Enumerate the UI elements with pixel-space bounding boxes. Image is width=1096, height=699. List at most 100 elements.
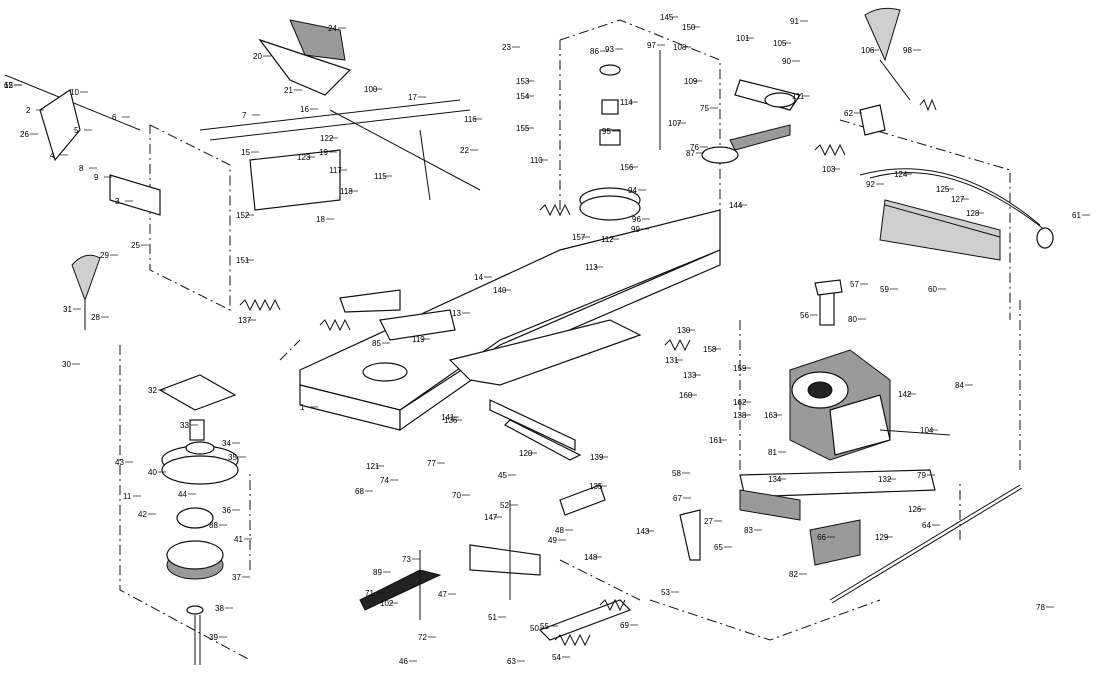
part-number-label: 69 — [620, 621, 629, 630]
part-number-label: 12 — [4, 81, 13, 90]
transmission — [739, 279, 951, 566]
part-number-label: 36 — [222, 506, 231, 515]
part-number-label: 65 — [714, 543, 723, 552]
part-number-label: 9 — [94, 173, 99, 182]
part-number-label: 148 — [584, 553, 598, 562]
part-number-label: 78 — [1036, 603, 1045, 612]
part-number-label: 155 — [516, 124, 530, 133]
part-number-label: 10 — [70, 88, 79, 97]
part-number-label: 54 — [552, 653, 561, 662]
part-number-label: 123 — [297, 153, 311, 162]
part-number-label: 153 — [516, 77, 530, 86]
part-number-label: 143 — [636, 527, 650, 536]
part-number-label: 79 — [917, 471, 926, 480]
part-number-label: 7 — [242, 111, 247, 120]
part-number-label: 122 — [320, 134, 334, 143]
part-number-label: 115 — [374, 172, 387, 181]
part-number-label: 119 — [412, 335, 425, 344]
part-number-label: 16 — [300, 105, 309, 114]
part-number-label: 128 — [966, 209, 980, 218]
main-chassis-frame — [299, 209, 721, 432]
part-number-label: 103 — [822, 165, 836, 174]
part-number-label: 139 — [590, 453, 604, 462]
part-number-label: 88 — [209, 521, 218, 530]
part-number-label: 109 — [684, 77, 698, 86]
part-number-label: 17 — [408, 93, 417, 102]
long-rod — [829, 484, 1023, 604]
part-number-label: 40 — [148, 468, 157, 477]
part-number-label: 33 — [180, 421, 189, 430]
part-number-label: 84 — [955, 381, 964, 390]
part-number-label: 162 — [733, 398, 747, 407]
part-number-label: 37 — [232, 573, 241, 582]
part-number-label: 134 — [768, 475, 782, 484]
part-number-label: 56 — [800, 311, 809, 320]
part-number-label: 81 — [768, 448, 777, 457]
part-number-label: 15 — [241, 148, 250, 157]
part-number-label: 85 — [372, 339, 381, 348]
part-number-label: 156 — [620, 163, 634, 172]
part-number-label: 42 — [138, 510, 147, 519]
part-number-label: 120 — [519, 449, 533, 458]
part-number-label: 30 — [62, 360, 71, 369]
part-number-label: 87 — [686, 149, 695, 158]
part-number-label: 20 — [253, 52, 262, 61]
part-number-label: 41 — [234, 535, 243, 544]
part-number-label: 51 — [488, 613, 497, 622]
part-number-label: 94 — [628, 186, 637, 195]
part-number-label: 150 — [682, 23, 696, 32]
part-number-label: 47 — [438, 590, 447, 599]
part-number-label: 157 — [572, 233, 586, 242]
part-number-label: 43 — [115, 458, 124, 467]
part-number-label: 65 — [4, 81, 13, 90]
part-number-label: 158 — [703, 345, 717, 354]
part-number-label: 82 — [789, 570, 798, 579]
part-number-label: 111 — [792, 92, 805, 101]
part-number-label: 61 — [1072, 211, 1081, 220]
part-number-label: 117 — [329, 166, 342, 175]
part-number-label: 127 — [951, 195, 965, 204]
part-number-label: 130 — [677, 326, 691, 335]
part-number-label: 77 — [427, 459, 436, 468]
part-number-label: 110 — [530, 156, 543, 165]
center-pulley-stack — [579, 50, 661, 221]
part-number-label: 83 — [744, 526, 753, 535]
part-number-label: 49 — [548, 536, 557, 545]
part-number-label: 76 — [690, 143, 699, 152]
right-upper-arms — [701, 7, 911, 164]
part-number-label: 106 — [861, 46, 875, 55]
part-number-label: 151 — [236, 256, 250, 265]
part-number-label: 154 — [516, 92, 530, 101]
lower-center-linkage — [359, 399, 701, 641]
part-number-label: 55 — [540, 622, 549, 631]
part-number-label: 129 — [875, 533, 889, 542]
part-number-label: 67 — [673, 494, 682, 503]
part-number-label: 63 — [507, 657, 516, 666]
part-number-label: 132 — [878, 475, 892, 484]
part-number-label: 4 — [50, 151, 55, 160]
part-number-label: 35 — [228, 453, 237, 462]
part-number-label: 104 — [920, 426, 934, 435]
part-number-label: 34 — [222, 439, 231, 448]
part-number-label: 107 — [668, 119, 682, 128]
part-number-label: 135 — [589, 482, 603, 491]
part-number-label: 101 — [736, 34, 750, 43]
part-number-label: 11 — [123, 492, 132, 501]
part-number-label: 96 — [632, 215, 641, 224]
part-number-label: 18 — [316, 215, 325, 224]
part-number-label: 14 — [474, 273, 483, 282]
part-number-label: 95 — [602, 127, 611, 136]
part-number-label: 27 — [704, 517, 713, 526]
part-number-label: 124 — [894, 170, 908, 179]
part-number-label: 48 — [555, 526, 564, 535]
part-number-label: 38 — [215, 604, 224, 613]
part-number-label: 136 — [444, 416, 458, 425]
part-number-label: 64 — [922, 521, 931, 530]
part-number-label: 141 — [441, 413, 455, 422]
part-number-label: 89 — [373, 568, 382, 577]
part-number-label: 145 — [660, 13, 674, 22]
left-lever-assembly — [4, 74, 161, 330]
part-number-label: 60 — [928, 285, 937, 294]
